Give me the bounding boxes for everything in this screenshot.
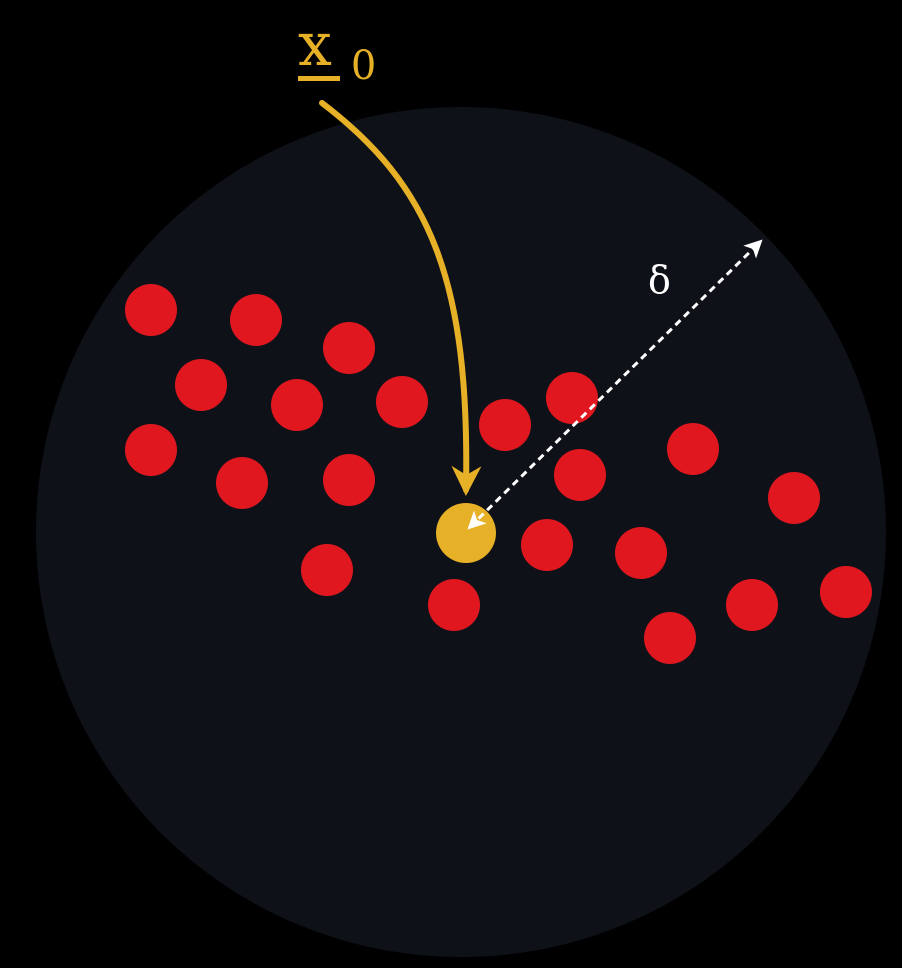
neighbor-point — [376, 376, 428, 428]
radius-arrow-icon — [467, 239, 763, 530]
neighbor-point — [301, 544, 353, 596]
neighbor-point — [230, 294, 282, 346]
neighbor-point — [521, 519, 573, 571]
neighbor-point — [820, 566, 872, 618]
label-x0: x 0 — [298, 10, 376, 89]
neighbor-point — [125, 424, 177, 476]
neighbor-point — [175, 359, 227, 411]
center-point-x0 — [436, 503, 496, 563]
neighbor-point — [125, 284, 177, 336]
label-x0-main: x — [298, 10, 332, 80]
label-x0-underline — [298, 76, 340, 81]
neighbor-point — [768, 472, 820, 524]
label-delta: δ — [648, 258, 671, 302]
neighbor-point — [271, 379, 323, 431]
neighbor-point — [546, 372, 598, 424]
neighbor-point — [644, 612, 696, 664]
neighbor-point — [615, 527, 667, 579]
label-x0-subscript: 0 — [351, 43, 376, 89]
neighbor-point — [323, 322, 375, 374]
neighbor-point — [667, 423, 719, 475]
pointer-arrow-icon — [319, 100, 482, 496]
neighbor-point — [323, 454, 375, 506]
neighbor-point — [216, 457, 268, 509]
neighbor-point — [554, 449, 606, 501]
neighbor-point — [726, 579, 778, 631]
neighbor-point — [428, 579, 480, 631]
neighbor-point — [479, 399, 531, 451]
